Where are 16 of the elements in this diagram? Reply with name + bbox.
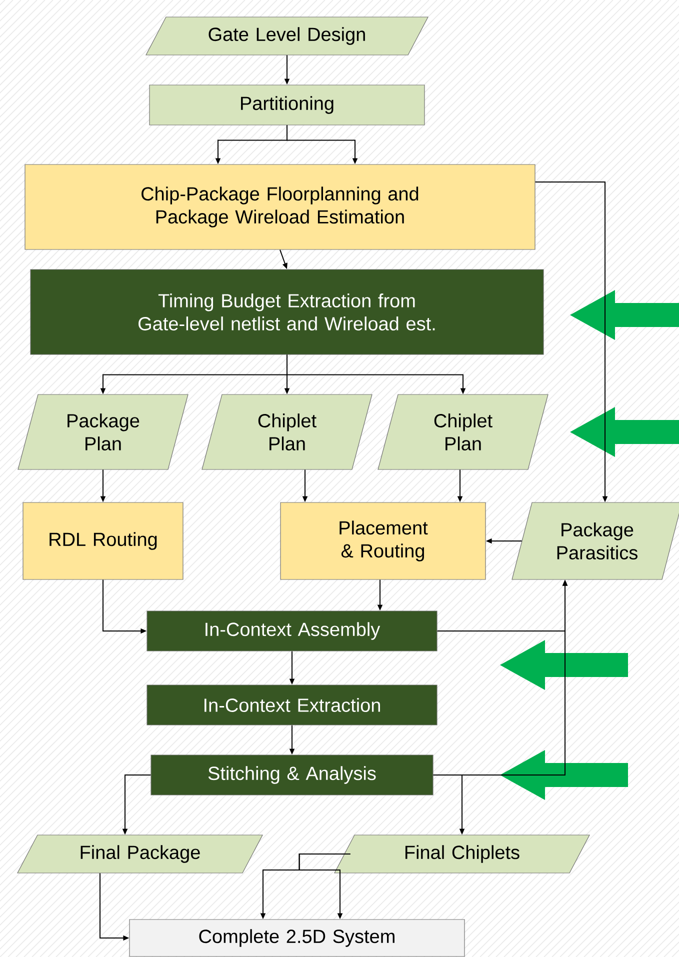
output-parallelogram: Final Chiplets — [334, 834, 590, 874]
input-parallelogram: Chiplet Plan — [202, 394, 372, 470]
process-box: In-Context Extraction — [146, 684, 438, 726]
process-box: Stitching & Analysis — [150, 754, 434, 796]
process-box: In-Context Assembly — [146, 610, 438, 652]
result-box: Complete 2.5D System — [129, 919, 465, 957]
input-parallelogram: Package Plan — [18, 394, 188, 470]
process-box: Partitioning — [149, 84, 425, 126]
input-parallelogram: Chiplet Plan — [378, 394, 548, 470]
process-box: Chip-Package Floorplanning and Package Wireload Estimation — [24, 164, 536, 250]
process-box: Timing Budget Extraction from Gate-level netlist and Wireload est. — [30, 269, 544, 355]
process-box: RDL Routing — [22, 502, 184, 580]
output-parallelogram: Final Package — [17, 834, 263, 874]
input-parallelogram: Package Parasitics — [512, 502, 679, 580]
process-box: Placement & Routing — [280, 502, 486, 580]
input-parallelogram: Gate Level Design — [146, 16, 428, 56]
